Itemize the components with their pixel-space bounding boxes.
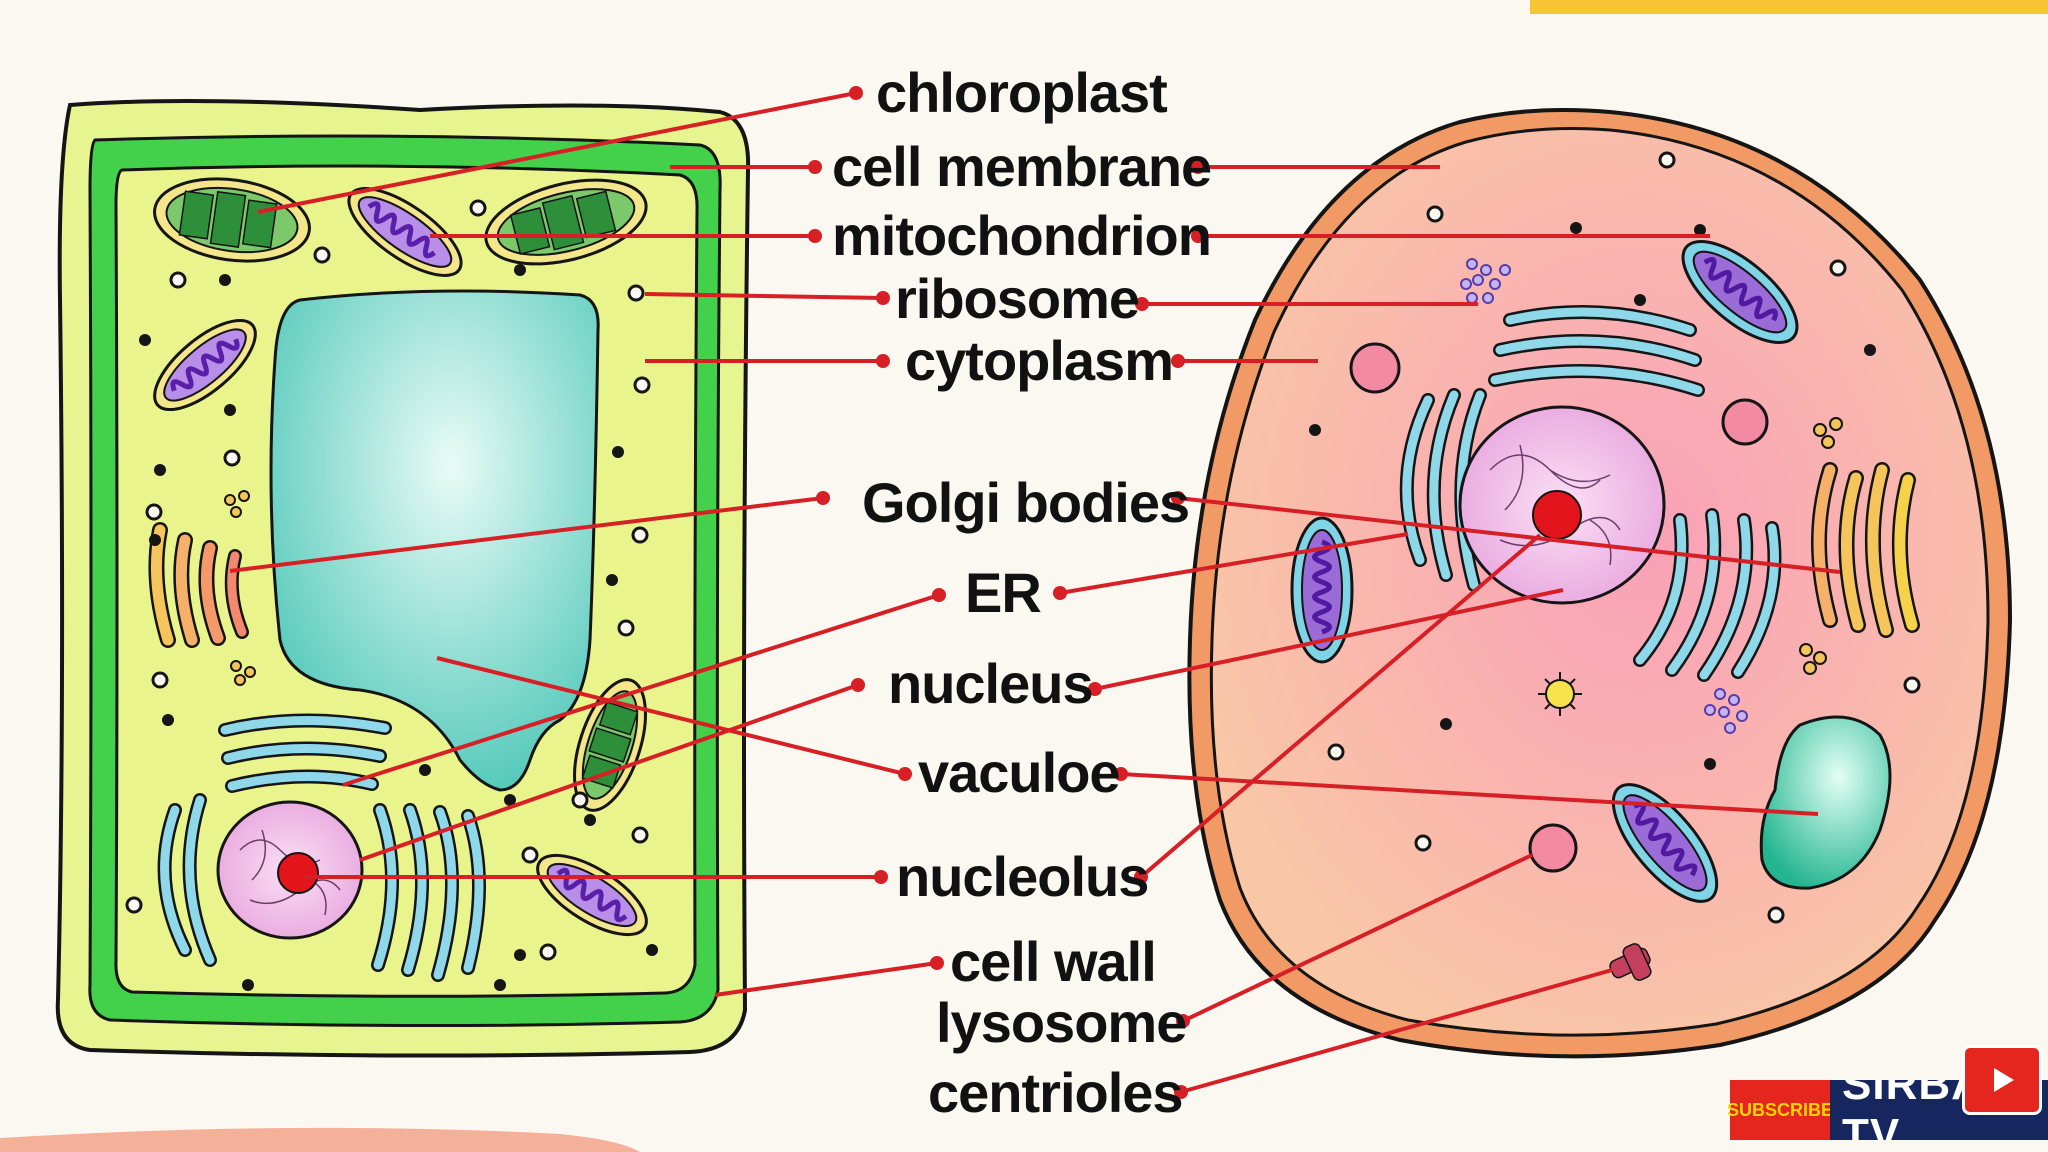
label-golgi-bodies: Golgi bodies [862, 471, 1189, 534]
dot-golgi-right [1171, 491, 1185, 505]
animal-vacuole [1759, 715, 1892, 890]
animal-lysosome-2 [1721, 398, 1769, 446]
arrow-nucleus-right [1094, 588, 1564, 691]
arrow-vacuole-right [1120, 772, 1819, 816]
label-nucleus: nucleus [888, 652, 1093, 715]
dot-er-left [932, 588, 946, 602]
arrow-golgi-right [1177, 496, 1841, 574]
dot-nucleolus-left [874, 870, 888, 884]
dot-centrioles [1174, 1085, 1188, 1099]
leader-lines [229, 86, 1841, 1099]
arrow-er-right [1059, 532, 1409, 595]
animal-granules [1309, 222, 1876, 770]
arrow-chloroplast [257, 91, 857, 214]
label-cell-membrane: cell membrane [832, 135, 1211, 198]
label-cytoplasm: cytoplasm [905, 329, 1173, 392]
arrow-er-left [342, 593, 940, 787]
dot-golgi-left [816, 491, 830, 505]
dot-vacuole-right [1114, 767, 1128, 781]
label-vacuole: vaculoe [918, 741, 1120, 804]
label-ribosome: ribosome [895, 267, 1139, 330]
label-centrioles: centrioles [928, 1061, 1183, 1124]
animal-mitochondrion-3 [1611, 783, 1719, 903]
subscribe-button[interactable]: SUBSCRIBE [1727, 1080, 1833, 1140]
plant-vesicles [125, 199, 651, 961]
dot-cytoplasm-right [1171, 354, 1185, 368]
dot-cell-membrane-right [1191, 160, 1205, 174]
label-cell-wall: cell wall [950, 930, 1156, 993]
arrow-ribosome-left [644, 292, 884, 300]
dot-chloroplast [849, 86, 863, 100]
animal-centrosome [1538, 672, 1582, 716]
dot-er-right [1053, 586, 1067, 600]
animal-mitochondrion-1 [1681, 239, 1799, 345]
animal-nucleolus [1532, 490, 1582, 540]
arrow-centrioles [1180, 968, 1613, 1094]
animal-vesicles [1327, 151, 1921, 924]
animal-lysosome-3 [1528, 823, 1578, 873]
dot-mitochondrion-left [808, 229, 822, 243]
dot-vacuole-left [898, 767, 912, 781]
dot-cell-wall [930, 956, 944, 970]
plant-cell [55, 99, 751, 1058]
plant-chloroplast-1 [153, 177, 311, 263]
animal-golgi [1799, 417, 1920, 675]
arrow-vacuole-left [436, 656, 906, 776]
dot-nucleolus-right [1134, 870, 1148, 884]
plant-nucleus [216, 800, 364, 940]
plant-chloroplast-3 [573, 678, 647, 812]
play-icon-glyph [1994, 1068, 2014, 1092]
label-mitochondrion: mitochondrion [832, 204, 1211, 267]
animal-nucleus [1458, 405, 1666, 605]
dot-cell-membrane-left [808, 160, 822, 174]
arrow-cell-wall [714, 961, 938, 997]
dot-nucleus-left [851, 678, 865, 692]
dot-lysosome [1176, 1014, 1190, 1028]
top-accent-bar [1530, 0, 2048, 14]
animal-ribosome-clusters [1460, 258, 1748, 734]
dot-ribosome-right [1135, 297, 1149, 311]
label-chloroplast: chloroplast [876, 61, 1167, 124]
animal-er [1399, 305, 1782, 682]
plant-ribosomes [139, 264, 658, 991]
bottom-accent-bar [0, 1127, 640, 1152]
arrow-lysosome [1182, 853, 1533, 1023]
labels: chloroplast cell membrane mitochondrion … [832, 61, 1212, 1124]
plant-vacuole [269, 289, 600, 792]
animal-lysosome-1 [1349, 342, 1401, 394]
dot-ribosome-left [876, 291, 890, 305]
animal-mitochondrion-2 [1290, 516, 1354, 664]
arrow-nucleus-left [359, 683, 859, 862]
play-icon[interactable] [1962, 1045, 2042, 1115]
dot-cytoplasm-left [876, 354, 890, 368]
label-lysosome: lysosome [936, 991, 1186, 1054]
label-nucleolus: nucleolus [896, 845, 1148, 908]
animal-cell [1187, 107, 2013, 1059]
arrow-golgi-left [229, 496, 824, 573]
plant-chloroplast-2 [484, 178, 648, 266]
dot-mitochondrion-right [1191, 229, 1205, 243]
label-er: ER [965, 561, 1041, 624]
arrow-nucleolus-right [1139, 533, 1542, 879]
plant-mitochondrion-2 [153, 318, 257, 412]
dot-nucleus-right [1088, 682, 1102, 696]
plant-nucleolus [277, 852, 319, 894]
